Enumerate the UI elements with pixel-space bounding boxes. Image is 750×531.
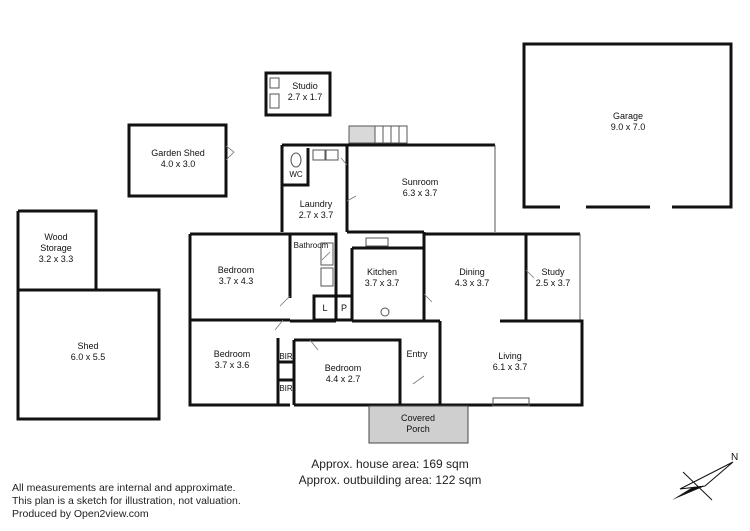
living-size: 6.1 x 3.7 (493, 362, 528, 372)
bedroom3-size: 4.4 x 2.7 (326, 374, 361, 384)
study-size: 2.5 x 3.7 (536, 278, 571, 288)
house-area: Approx. house area: 169 sqm (311, 457, 469, 471)
disclaimer-line-2: This plan is a sketch for illustration, … (12, 495, 241, 507)
fixtures (290, 149, 530, 407)
door-swings (274, 157, 535, 385)
garage-room: Garage 9.0 x 7.0 (522, 42, 733, 209)
linen-name: L (322, 303, 327, 313)
bedroom2-name: Bedroom (214, 349, 251, 359)
garage-size: 9.0 x 7.0 (611, 122, 646, 132)
wood-storage-name-1: Wood (44, 232, 67, 242)
study-name: Study (541, 267, 565, 277)
wood-storage-name-2: Storage (40, 243, 72, 253)
compass-north-label: N (731, 452, 738, 463)
kitchen-size: 3.7 x 3.7 (365, 278, 400, 288)
bir1-name: BIR (279, 352, 293, 361)
dining-size: 4.3 x 3.7 (455, 278, 490, 288)
bedroom3-name: Bedroom (325, 363, 362, 373)
produced-by: Produced by Open2view.com (12, 508, 149, 520)
entry-name: Entry (406, 349, 428, 359)
living-name: Living (498, 351, 522, 361)
shed-room: Shed 6.0 x 5.5 (16, 288, 161, 421)
laundry-size: 2.7 x 3.7 (299, 210, 334, 220)
bathroom-name: Bathroom (294, 241, 329, 250)
compass-icon: N (672, 452, 738, 501)
steps (348, 125, 408, 144)
garden-shed-size: 4.0 x 3.0 (161, 159, 196, 169)
disclaimer-line-1: All measurements are internal and approx… (12, 482, 236, 494)
wc-name: WC (289, 170, 303, 179)
sunroom-name: Sunroom (402, 177, 439, 187)
sunroom-size: 6.3 x 3.7 (403, 188, 438, 198)
covered-porch: Covered Porch (368, 405, 469, 444)
studio-size: 2.7 x 1.7 (288, 92, 323, 102)
wood-storage-size: 3.2 x 3.3 (39, 254, 74, 264)
porch-name-2: Porch (406, 424, 430, 434)
bedroom1-name: Bedroom (218, 265, 255, 275)
studio-room: Studio 2.7 x 1.7 (264, 71, 332, 117)
pantry-name: P (341, 303, 347, 313)
shed-name: Shed (77, 341, 98, 351)
bedroom1-size: 3.7 x 4.3 (219, 276, 254, 286)
garden-shed-name: Garden Shed (151, 148, 205, 158)
main-house-walls (188, 143, 584, 407)
bedroom2-size: 3.7 x 3.6 (215, 360, 250, 370)
garden-shed-room: Garden Shed 4.0 x 3.0 (127, 123, 235, 198)
wood-storage-room: Wood Storage 3.2 x 3.3 (16, 209, 98, 290)
disclaimer: All measurements are internal and approx… (12, 482, 241, 521)
studio-name: Studio (292, 81, 318, 91)
outbuilding-area: Approx. outbuilding area: 122 sqm (298, 473, 482, 487)
shed-size: 6.0 x 5.5 (71, 352, 106, 362)
garage-name: Garage (613, 111, 643, 121)
laundry-name: Laundry (300, 199, 333, 209)
bir2-name: BIR (279, 384, 293, 393)
dining-name: Dining (459, 267, 485, 277)
area-summary: Approx. house area: 169 sqm Approx. outb… (280, 456, 500, 488)
kitchen-name: Kitchen (367, 267, 397, 277)
porch-name-1: Covered (401, 413, 435, 423)
